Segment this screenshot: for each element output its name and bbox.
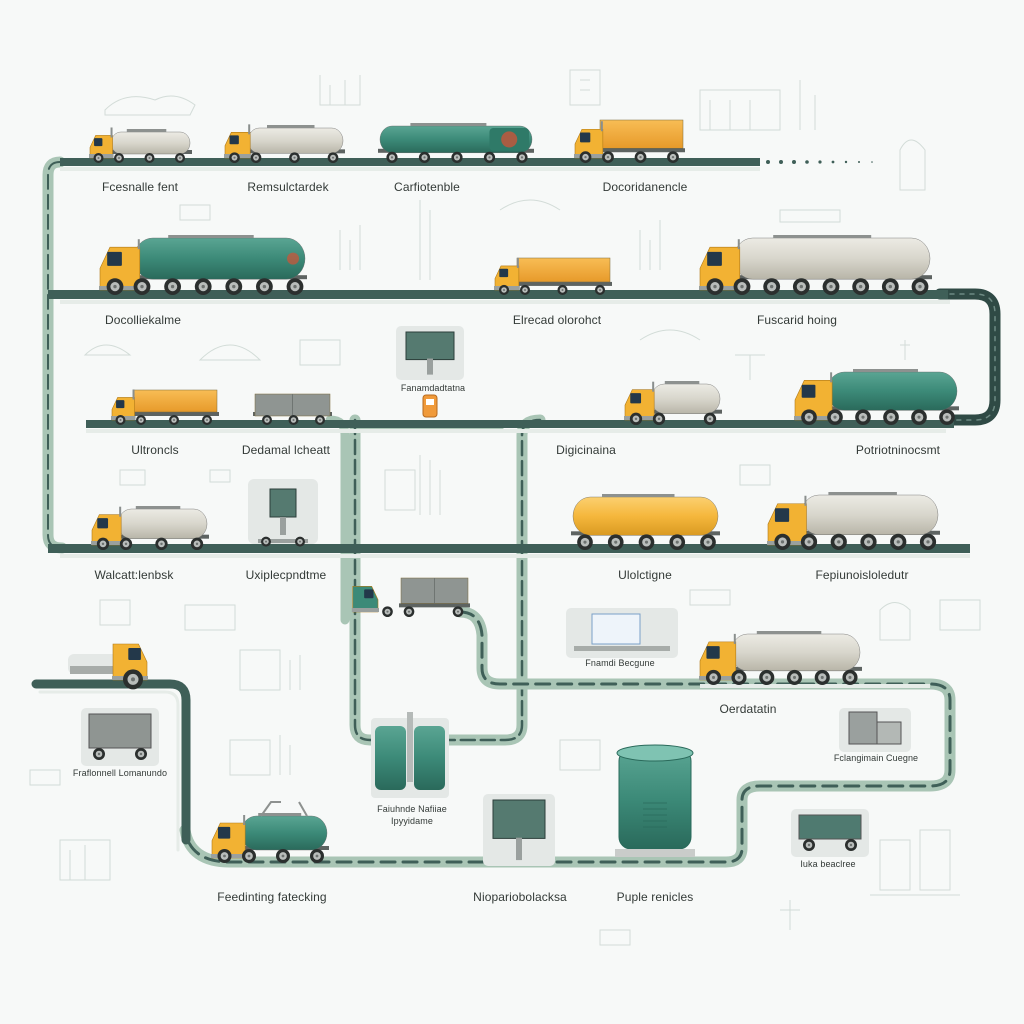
- logo-emblem-icon: [287, 252, 300, 265]
- vehicle-label: Walcatt:lenbsk: [94, 568, 174, 582]
- vehicle-tanker[interactable]: [99, 235, 307, 295]
- vehicle-trailer-upright[interactable]: [248, 479, 318, 547]
- tank-body: [240, 815, 328, 851]
- vehicle-label: Fuscarid hoing: [756, 313, 838, 327]
- tank-body: [826, 371, 958, 411]
- tank-body: [110, 131, 191, 155]
- control-panel-icon[interactable]: [483, 794, 555, 866]
- vehicle-tanker[interactable]: [767, 492, 940, 550]
- vehicle-label: Carfiotenble: [394, 180, 460, 194]
- tank-body: [650, 383, 721, 414]
- vehicle-tanker[interactable]: [624, 381, 722, 425]
- vehicle-trailer[interactable]: [253, 393, 332, 425]
- storage-silo-icon[interactable]: [615, 744, 695, 857]
- station-label: Faiuhnde Nafiiae Ipyyidame: [377, 804, 447, 826]
- vehicle-label: Fcesnalle fent: [101, 180, 179, 194]
- station-label: Fnamdi Becgune: [585, 658, 655, 668]
- vehicle-label: Potriotninocsmt: [855, 443, 941, 457]
- vehicle-box-truck[interactable]: [494, 257, 612, 295]
- cargo-box: [132, 389, 218, 413]
- vehicle-label: Docoridanencle: [602, 180, 688, 194]
- station-label: Iuka beaclree: [800, 859, 856, 869]
- vehicle-tanker[interactable]: [89, 127, 192, 163]
- vehicle-label: Uxiplecpndtme: [245, 568, 327, 582]
- warehouse-icon[interactable]: [839, 708, 911, 752]
- twin-tanks-icon[interactable]: [371, 712, 449, 798]
- vehicle-vacuum-tanker[interactable]: [211, 801, 329, 863]
- cargo-trailer-icon[interactable]: [81, 708, 159, 766]
- monitor-station-icon[interactable]: [396, 326, 464, 380]
- vehicle-tank-trailer[interactable]: [378, 123, 534, 163]
- tank-body: [572, 496, 719, 536]
- station-label: Puple renicles: [616, 890, 694, 904]
- tank-body: [117, 508, 208, 539]
- vehicle-label: Ulolctigne: [618, 568, 672, 582]
- station-label: Fraflonnell Lomanundo: [72, 768, 168, 778]
- vehicle-label: Digicinaina: [556, 443, 616, 457]
- small-trailer-icon[interactable]: [791, 809, 869, 857]
- vehicle-label: Oerdatatin: [719, 702, 777, 716]
- vehicle-label: Remsulctardek: [247, 180, 329, 194]
- fuel-pump-icon[interactable]: [422, 394, 438, 418]
- vehicle-box-truck[interactable]: [574, 119, 685, 163]
- station-label: Niopariobolacksa: [473, 890, 567, 904]
- kiosk-icon[interactable]: [566, 608, 678, 658]
- station-label: Fclangimain Cuegne: [833, 753, 919, 763]
- vehicle-label: Ultroncls: [131, 443, 179, 457]
- vehicle-label: Docolliekalme: [105, 313, 181, 327]
- tank-body: [247, 127, 344, 154]
- vehicle-box-truck[interactable]: [111, 389, 219, 425]
- vehicle-tanker[interactable]: [699, 631, 862, 685]
- vehicle-tanker[interactable]: [91, 506, 209, 551]
- vehicle-tanker[interactable]: [794, 369, 959, 425]
- vehicle-tanker[interactable]: [224, 124, 345, 163]
- tank-body: [730, 633, 861, 672]
- stations: [81, 326, 911, 866]
- vehicle-label: Elrecad olorohct: [512, 313, 602, 327]
- vehicle-label: Dedamal lcheatt: [241, 443, 331, 457]
- road-network: [31, 156, 1001, 868]
- cargo-box: [599, 119, 684, 149]
- vehicle-label: Fepiunoisloledutr: [815, 568, 909, 582]
- vehicle-tank-trailer[interactable]: [571, 494, 720, 550]
- highways: [48, 158, 970, 688]
- vehicles: [68, 119, 959, 863]
- vehicle-tanker[interactable]: [699, 235, 932, 295]
- highway-fade-dots: [753, 160, 873, 164]
- background-sketches: [29, 69, 981, 946]
- tank-body: [800, 494, 939, 535]
- vehicle-tractor[interactable]: [68, 643, 148, 690]
- station-label: Fanamdadtatna: [400, 383, 466, 393]
- tank-body: [133, 237, 306, 280]
- vehicle-box-truck[interactable]: [351, 577, 470, 617]
- logo-emblem-icon: [501, 131, 518, 148]
- cargo-box: [516, 257, 611, 283]
- tank-body: [733, 237, 931, 280]
- vehicle-label: Feedinting fatecking: [217, 890, 327, 904]
